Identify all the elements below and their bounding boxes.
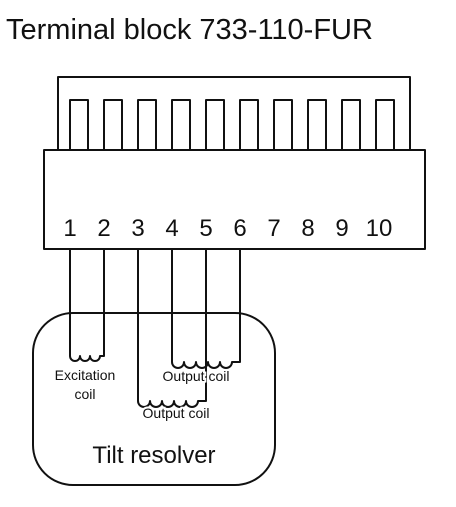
terminal-number-2: 2 <box>97 215 110 242</box>
terminal-number-5: 5 <box>199 215 212 242</box>
terminal-number-1: 1 <box>63 215 76 242</box>
terminal-number-4: 4 <box>165 215 178 242</box>
terminal-number-9: 9 <box>335 215 348 242</box>
excitation-coil-label-line1: Excitation <box>55 367 116 383</box>
output-coil-b-wiring <box>137 249 207 408</box>
output-coil-a-wiring <box>171 249 241 369</box>
terminal-number-3: 3 <box>131 215 144 242</box>
terminal-number-6: 6 <box>233 215 246 242</box>
diagram-title: Terminal block 733-110-FUR <box>6 14 373 46</box>
output-coil-a-label: Output coil <box>163 368 230 384</box>
terminal-block-body <box>43 149 426 250</box>
output-coil-b-label: Output coil <box>143 405 210 421</box>
excitation-coil-label-line2: coil <box>74 386 95 402</box>
terminal-block-housing <box>44 76 425 151</box>
terminal-numbers: 1 2 3 4 5 6 7 8 9 10 <box>63 215 392 242</box>
terminal-number-7: 7 <box>267 215 280 242</box>
excitation-coil-wiring <box>69 249 105 362</box>
terminal-block-slots <box>69 99 395 150</box>
terminal-number-10: 10 <box>366 215 393 242</box>
tilt-resolver-enclosure <box>32 312 276 486</box>
tilt-resolver-label: Tilt resolver <box>92 442 215 469</box>
terminal-number-8: 8 <box>301 215 314 242</box>
